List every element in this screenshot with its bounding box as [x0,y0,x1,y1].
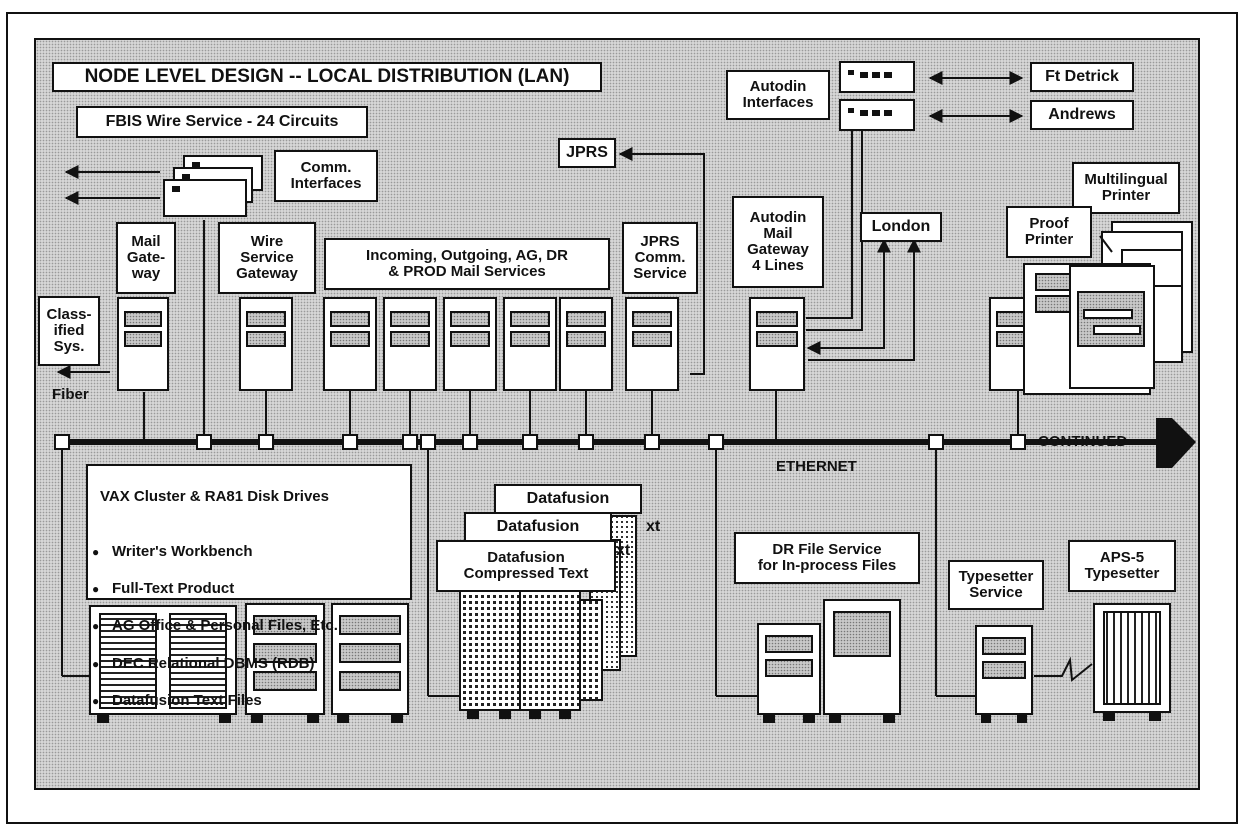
typesetter-service-label: Typesetter Service [948,560,1044,610]
mail-gateway-label: Mail Gate- way [116,222,176,294]
vax-feature-item: DEC Relational DBMS (RDB) [90,654,400,674]
autodin-links [618,71,1024,375]
autodin-mail-gateway-label: Autodin Mail Gateway 4 Lines [732,196,824,288]
continued-label: CONTINUED [1038,433,1128,450]
vax-cluster-label: VAX Cluster & RA81 Disk Drives Writer's … [86,464,412,711]
datafusion-back-label: Datafusion [494,484,642,514]
datafusion-mid-text-fragment: xt [616,542,631,559]
wire-service-gateway-label: Wire Service Gateway [218,222,316,294]
aps5-typesetter-label: APS-5 Typesetter [1068,540,1176,592]
london-label: London [860,212,942,242]
vax-feature-item: Datafusion Text Files [90,691,400,711]
backbone-taps [54,434,1026,450]
server-units-top [117,297,1043,391]
vax-feature-item: Writer's Workbench [90,542,400,562]
ethernet-label: ETHERNET [776,458,857,475]
comm-interfaces-label: Comm. Interfaces [274,150,378,202]
dr-file-hardware [757,599,901,723]
andrews-label: Andrews [1030,100,1134,130]
ft-detrick-label: Ft Detrick [1030,62,1134,92]
vax-feature-item: Full-Text Product [90,579,400,599]
mail-services-label: Incoming, Outgoing, AG, DR & PROD Mail S… [324,238,610,290]
drop-lines [61,220,1019,697]
autodin-leds [848,70,892,116]
datafusion-storage [459,515,637,719]
jprs-label: JPRS [558,138,616,168]
fbis-wire-label: FBIS Wire Service - 24 Circuits [76,106,368,138]
datafusion-back-text-fragment: xt [646,518,661,535]
vax-cluster-title: VAX Cluster & RA81 Disk Drives [100,488,329,506]
datafusion-mid-label: Datafusion [464,512,612,542]
multilingual-printer-label: Multilingual Printer [1072,162,1180,214]
fiber-label: Fiber [52,386,89,403]
comm-interface-leds [172,162,200,192]
typesetter-hardware [975,603,1171,723]
diagram-title: NODE LEVEL DESIGN -- LOCAL DISTRIBUTION … [52,62,602,92]
proof-printer-label: Proof Printer [1006,206,1092,258]
comm-interface-stack [163,155,263,217]
dr-file-service-label: DR File Service for In-process Files [734,532,920,584]
datafusion-front-label: Datafusion Compressed Text [436,540,616,592]
vax-feature-item: AG Office & Personal Files, Etc. [90,616,400,636]
outbound-arrows [56,165,160,379]
autodin-interfaces-label: Autodin Interfaces [726,70,830,120]
classified-sys-label: Class- ified Sys. [38,296,100,366]
typesetter-link [1034,656,1093,682]
continued-arrow [1156,418,1196,468]
printers [1023,221,1193,395]
jprs-comm-service-label: JPRS Comm. Service [622,222,698,294]
outer-frame [6,12,1238,824]
